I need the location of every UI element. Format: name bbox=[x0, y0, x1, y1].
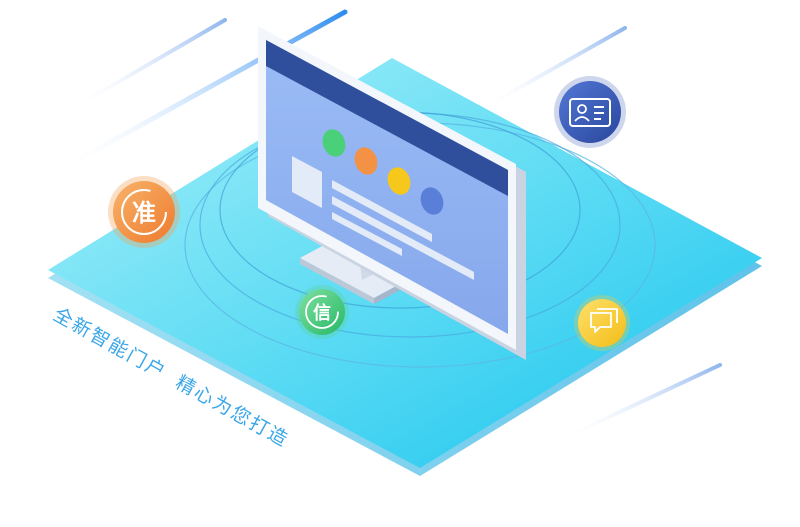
streak-line bbox=[68, 18, 227, 112]
zhun-badge-ring bbox=[121, 189, 167, 235]
xin-badge-ring bbox=[305, 295, 339, 329]
chat-badge bbox=[574, 295, 630, 351]
orange-dot bbox=[354, 147, 378, 175]
streak-line bbox=[57, 9, 348, 173]
streak-line bbox=[558, 363, 722, 442]
text-line-placeholder bbox=[332, 212, 402, 256]
yellow-dot bbox=[387, 167, 411, 195]
monitor bbox=[258, 26, 526, 360]
id-card-badge bbox=[554, 76, 626, 148]
text-line-placeholder bbox=[332, 196, 474, 280]
screen-header-bar bbox=[266, 40, 508, 196]
image-placeholder bbox=[292, 156, 322, 208]
isometric-portal-illustration: 准 信 bbox=[48, 9, 762, 476]
id-card-icon bbox=[569, 98, 611, 127]
zhun-badge-icon: 准 bbox=[132, 199, 156, 227]
chat-bubbles-icon bbox=[590, 308, 618, 333]
zhun-badge: 准 bbox=[108, 176, 180, 248]
text-line-placeholder bbox=[332, 180, 432, 242]
xin-badge-icon: 信 bbox=[313, 302, 331, 324]
blue-dot bbox=[420, 187, 444, 215]
xin-badge: 信 bbox=[295, 285, 349, 339]
streak-line bbox=[478, 26, 627, 112]
green-dot bbox=[322, 129, 346, 157]
background-streaks bbox=[57, 9, 722, 442]
